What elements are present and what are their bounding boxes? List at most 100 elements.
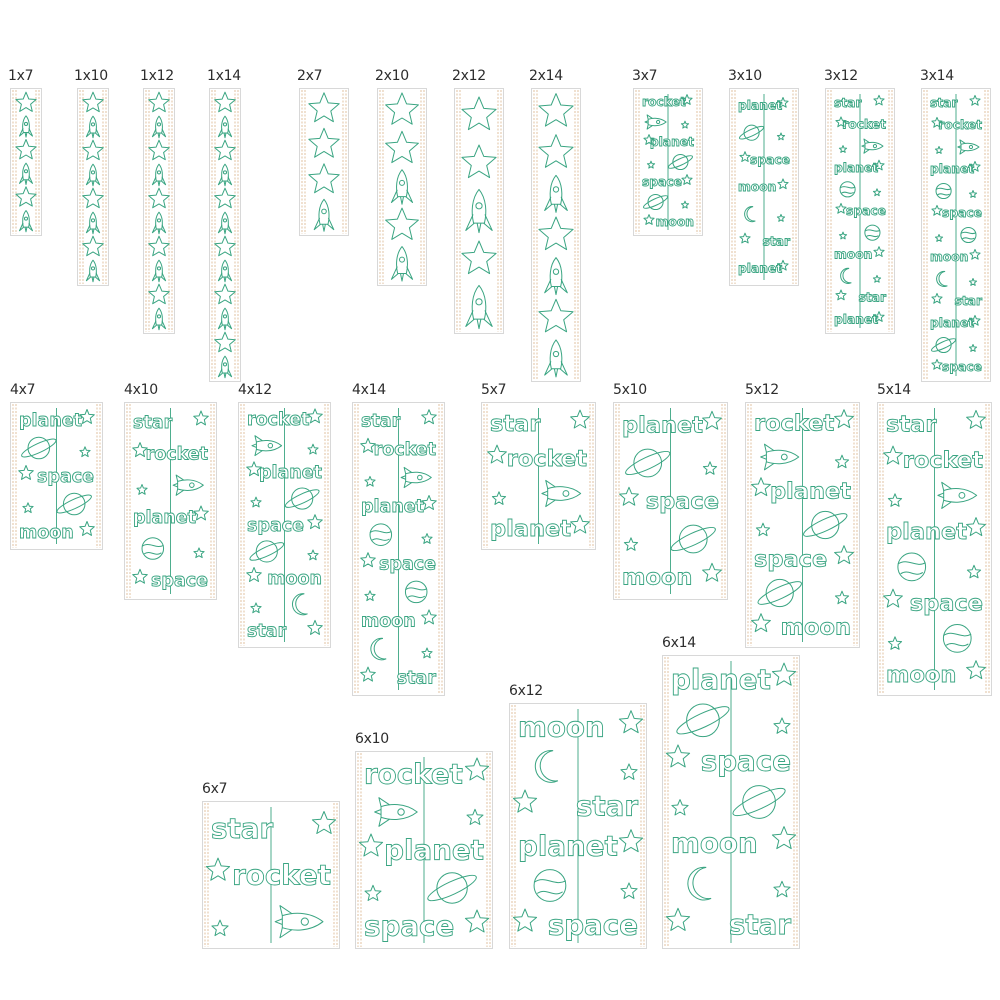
star-icon <box>360 437 376 453</box>
word-star: star <box>361 411 401 431</box>
star-icon <box>148 187 170 209</box>
star-icon <box>681 174 693 185</box>
star-icon <box>665 907 691 931</box>
planet-icon <box>643 193 669 211</box>
word-rocket: rocket <box>146 444 208 464</box>
design-preview <box>531 88 581 382</box>
size-label: 3x10 <box>728 68 762 84</box>
rocket-icon <box>541 479 582 508</box>
star-icon <box>82 235 104 257</box>
star-icon <box>464 909 490 933</box>
star-icon <box>873 159 885 171</box>
size-label: 2x12 <box>452 68 486 84</box>
word-space: space <box>151 571 208 591</box>
rocket-icon <box>18 210 34 233</box>
word-star: star <box>490 411 541 437</box>
planet-icon <box>757 578 802 608</box>
star-icon <box>308 92 340 123</box>
planet-icon <box>625 448 671 478</box>
planet-icon <box>732 785 786 819</box>
planet-icon <box>141 537 165 560</box>
word-space: space <box>942 206 982 220</box>
star-icon <box>838 231 848 240</box>
star-icon <box>623 537 639 551</box>
word-star: star <box>397 669 437 689</box>
star-icon <box>148 283 170 305</box>
rocket-icon <box>760 443 800 471</box>
star-icon <box>751 477 771 497</box>
size-label: 4x12 <box>238 382 272 398</box>
star-icon <box>968 344 978 352</box>
rocket-icon <box>172 474 204 496</box>
star-icon <box>671 799 689 816</box>
word-space: space <box>701 745 791 778</box>
star-icon <box>887 493 903 507</box>
word-space: space <box>754 547 827 573</box>
design-outline <box>454 88 504 334</box>
star-icon <box>311 811 337 834</box>
design-preview <box>10 88 42 236</box>
star-icon <box>214 283 236 305</box>
design-preview <box>454 88 504 334</box>
star-icon <box>776 132 786 141</box>
moon-icon <box>291 593 308 616</box>
rocket-icon <box>85 115 101 139</box>
word-rocket: rocket <box>642 95 686 109</box>
word-planet: planet <box>930 316 974 330</box>
star-icon <box>148 139 170 161</box>
star-icon <box>358 833 384 857</box>
star-icon <box>887 636 903 650</box>
word-planet: planet <box>490 516 571 542</box>
word-planet: planet <box>361 497 424 517</box>
size-label: 1x7 <box>8 68 34 84</box>
word-rocket: rocket <box>754 411 835 437</box>
star-icon <box>751 613 771 633</box>
star-icon <box>680 120 690 129</box>
rocket-icon <box>151 211 167 235</box>
rocket-icon <box>217 163 233 187</box>
star-icon <box>777 97 789 108</box>
word-space: space <box>548 909 638 942</box>
star-icon <box>79 446 91 458</box>
word-moon: moon <box>656 215 694 229</box>
star-icon <box>385 207 419 240</box>
star-icon <box>461 144 497 179</box>
rocket-icon <box>151 307 167 331</box>
word-star: star <box>955 294 983 308</box>
star-icon <box>512 908 538 932</box>
planet-icon <box>897 552 927 582</box>
star-icon <box>883 588 903 608</box>
rocket-icon <box>85 163 101 187</box>
star-icon <box>307 619 323 635</box>
star-icon <box>148 235 170 257</box>
word-rocket: rocket <box>374 440 436 460</box>
planet-icon <box>864 224 881 241</box>
star-icon <box>834 454 850 469</box>
word-planet: planet <box>930 162 974 176</box>
word-planet: planet <box>886 519 967 545</box>
star-icon <box>385 130 419 164</box>
star-icon <box>739 232 751 244</box>
star-icon <box>777 259 789 271</box>
word-space: space <box>642 175 682 189</box>
moon-icon <box>744 206 756 223</box>
star-icon <box>643 214 655 225</box>
rocket-icon <box>18 162 34 185</box>
star-icon <box>931 358 943 370</box>
word-star: star <box>859 291 887 305</box>
star-icon <box>307 408 323 424</box>
planet-icon <box>667 153 693 171</box>
rocket-icon <box>313 198 335 232</box>
word-star: star <box>211 812 273 845</box>
size-label: 5x12 <box>745 382 779 398</box>
size-label: 6x7 <box>202 781 228 797</box>
star-icon <box>538 134 574 168</box>
word-space: space <box>379 554 436 574</box>
word-planet: planet <box>738 99 782 113</box>
star-icon <box>466 808 484 825</box>
star-icon <box>360 666 376 682</box>
